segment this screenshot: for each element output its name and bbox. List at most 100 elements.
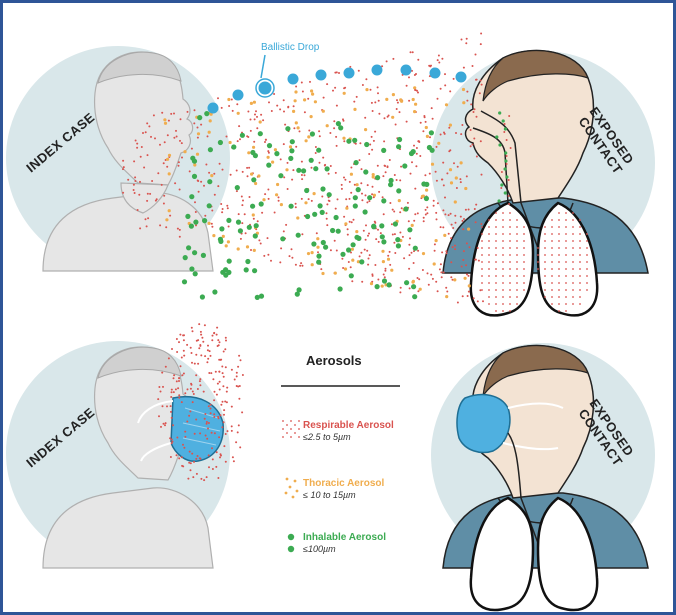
inhalable-particle: [311, 241, 316, 246]
respirable-particle: [208, 405, 210, 407]
respirable-particle: [324, 164, 326, 166]
respirable-particle: [361, 199, 363, 201]
inhalable-particle: [182, 279, 187, 284]
lung-particle: [579, 261, 581, 263]
inhalable-particle: [352, 138, 357, 143]
respirable-particle: [372, 110, 374, 112]
respirable-particle: [370, 89, 372, 91]
respirable-particle: [374, 221, 376, 223]
inhalable-particle: [251, 177, 256, 182]
lung-particle: [495, 296, 497, 298]
lung-particle: [572, 254, 574, 256]
lung-particle: [516, 261, 518, 263]
respirable-particle: [359, 159, 361, 161]
respirable-particle: [454, 248, 456, 250]
respirable-particle: [410, 51, 412, 53]
respirable-particle: [476, 116, 478, 118]
respirable-particle: [283, 143, 285, 145]
respirable-particle: [194, 201, 196, 203]
lung-particle: [488, 303, 490, 305]
lung-particle: [488, 296, 490, 298]
airway-particle: [504, 127, 507, 130]
thoracic-particle: [246, 245, 249, 248]
respirable-particle: [457, 166, 459, 168]
thoracic-particle: [303, 98, 306, 101]
respirable-particle: [155, 200, 157, 202]
respirable-particle: [290, 420, 292, 422]
respirable-particle: [286, 432, 288, 434]
respirable-particle: [460, 133, 462, 135]
respirable-particle: [450, 276, 452, 278]
respirable-particle: [347, 228, 349, 230]
lung-particle: [502, 289, 504, 291]
respirable-particle: [409, 237, 411, 239]
respirable-particle: [226, 401, 228, 403]
respirable-particle: [267, 237, 269, 239]
respirable-particle: [208, 466, 210, 468]
respirable-particle: [407, 202, 409, 204]
respirable-particle: [366, 250, 368, 252]
thoracic-particle: [443, 234, 446, 237]
lung-particle: [572, 226, 574, 228]
respirable-particle: [377, 165, 379, 167]
respirable-particle: [286, 424, 288, 426]
thoracic-particle: [455, 176, 458, 179]
respirable-particle: [240, 359, 242, 361]
lung-particle: [481, 240, 483, 242]
respirable-particle: [481, 84, 483, 86]
respirable-particle: [439, 268, 441, 270]
respirable-particle: [134, 192, 136, 194]
lung-particle: [558, 233, 560, 235]
inhalable-particle: [309, 158, 314, 163]
respirable-particle: [446, 172, 448, 174]
inhalable-particle: [192, 250, 197, 255]
thoracic-particle: [355, 230, 358, 233]
respirable-particle: [169, 215, 171, 217]
thoracic-particle: [387, 258, 390, 261]
respirable-particle: [417, 92, 419, 94]
respirable-particle: [360, 252, 362, 254]
respirable-particle: [200, 124, 202, 126]
respirable-particle: [188, 415, 190, 417]
respirable-particle: [384, 117, 386, 119]
respirable-particle: [456, 187, 458, 189]
respirable-particle: [210, 408, 212, 410]
respirable-particle: [222, 169, 224, 171]
respirable-particle: [170, 113, 172, 115]
lung-particle: [544, 289, 546, 291]
respirable-particle: [290, 428, 292, 430]
respirable-particle: [197, 363, 199, 365]
respirable-particle: [170, 411, 172, 413]
respirable-particle: [133, 160, 135, 162]
respirable-particle: [384, 270, 386, 272]
respirable-particle: [284, 124, 286, 126]
inhalable-particle: [403, 206, 408, 211]
respirable-particle: [176, 338, 178, 340]
respirable-particle: [212, 458, 214, 460]
thoracic-particle: [310, 115, 313, 118]
respirable-particle: [330, 165, 332, 167]
inhalable-particle: [301, 168, 306, 173]
respirable-particle: [249, 196, 251, 198]
respirable-particle: [175, 130, 177, 132]
respirable-particle: [171, 439, 173, 441]
respirable-particle: [206, 438, 208, 440]
respirable-particle: [480, 140, 482, 142]
respirable-particle: [349, 181, 351, 183]
respirable-particle: [141, 146, 143, 148]
legend-item-respirable-name: Respirable Aerosol: [303, 420, 394, 431]
respirable-particle: [371, 149, 373, 151]
airway-particle: [501, 171, 503, 173]
inhalable-particle: [244, 267, 249, 272]
respirable-particle: [362, 84, 364, 86]
respirable-particle: [334, 240, 336, 242]
respirable-particle: [176, 136, 178, 138]
inhalable-particle: [407, 227, 412, 232]
thoracic-particle: [449, 124, 452, 127]
respirable-particle: [383, 274, 385, 276]
respirable-particle: [411, 161, 413, 163]
respirable-particle: [218, 371, 220, 373]
respirable-particle: [375, 238, 377, 240]
respirable-particle: [178, 165, 180, 167]
lung-particle: [509, 268, 511, 270]
